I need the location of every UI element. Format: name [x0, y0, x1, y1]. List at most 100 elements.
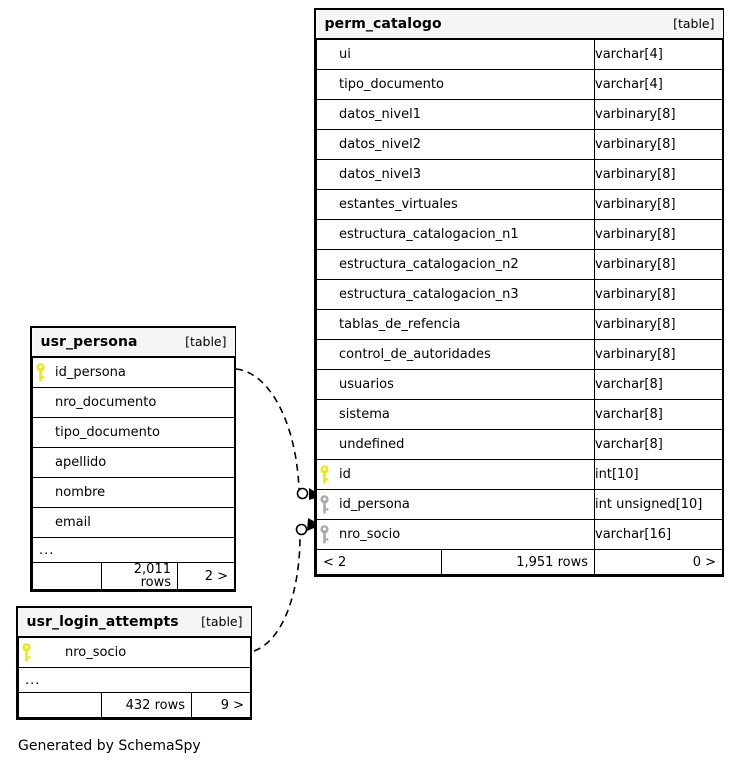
key-slot	[317, 310, 339, 339]
perm-catalogo-type-tag: [table]	[673, 15, 715, 31]
usr-login-attempts-type-tag: [table]	[201, 613, 243, 629]
column-name: estructura_catalogacion_n3	[339, 287, 519, 302]
column-name: sistema	[339, 407, 390, 422]
table-row[interactable]: estantes_virtuales varbinary[8]	[316, 189, 723, 220]
table-row[interactable]: email	[32, 507, 235, 538]
usr-login-attempts-table: usr_login_attempts [table]	[18, 608, 251, 718]
generator-caption: Generated by SchemaSpy	[18, 738, 201, 754]
column-type: varchar[4]	[594, 38, 723, 70]
column-name: datos_nivel2	[339, 137, 421, 152]
table-row[interactable]: estructura_catalogacion_n1 varbinary[8]	[316, 219, 723, 250]
column-type: varbinary[8]	[594, 129, 723, 160]
perm-catalogo-footer: < 2 1,951 rows 0 >	[316, 549, 723, 575]
column-type: varchar[8]	[594, 369, 723, 400]
column-type: varbinary[8]	[594, 219, 723, 250]
table-row[interactable]: datos_nivel2 varbinary[8]	[316, 129, 723, 160]
table-row[interactable]: undefined varchar[8]	[316, 429, 723, 460]
table-row[interactable]: nro_socio varchar[16]	[316, 519, 723, 550]
table-row[interactable]: estructura_catalogacion_n2 varbinary[8]	[316, 249, 723, 280]
key-slot	[317, 40, 339, 69]
table-row[interactable]: sistema varchar[8]	[316, 399, 723, 430]
inbound-relations-count[interactable]	[33, 563, 102, 589]
column-name: control_de_autoridades	[339, 347, 491, 362]
column-name: nombre	[55, 485, 106, 500]
column-type: varchar[4]	[594, 69, 723, 100]
column-name: nro_socio	[339, 527, 401, 542]
outbound-relations-count[interactable]: 2 >	[177, 563, 234, 589]
table-row[interactable]: datos_nivel3 varbinary[8]	[316, 159, 723, 190]
table-row[interactable]: usuarios varchar[8]	[316, 369, 723, 400]
entity-usr-persona[interactable]: usr_persona [table]	[30, 326, 236, 592]
column-type: varchar[8]	[594, 429, 723, 460]
column-name: id	[339, 467, 351, 482]
key-slot	[317, 160, 339, 189]
column-type: varbinary[8]	[594, 279, 723, 310]
column-type: varchar[8]	[594, 399, 723, 430]
usr-login-attempts-title: usr_login_attempts	[26, 614, 179, 630]
key-slot	[33, 418, 55, 447]
column-name: ui	[339, 47, 351, 62]
entity-usr-login-attempts[interactable]: usr_login_attempts [table]	[16, 606, 252, 720]
column-type: varchar[16]	[594, 519, 723, 550]
entity-perm-catalogo[interactable]: perm_catalogo [table] ui varchar[4]	[314, 8, 724, 577]
table-row[interactable]: tablas_de_refencia varbinary[8]	[316, 309, 723, 340]
key-slot	[317, 370, 339, 399]
usr-login-attempts-footer: 432 rows 9 >	[18, 692, 251, 718]
column-name: estructura_catalogacion_n1	[339, 227, 519, 242]
column-name: tablas_de_refencia	[339, 317, 461, 332]
table-row[interactable]: control_de_autoridades varbinary[8]	[316, 339, 723, 370]
key-slot	[317, 340, 339, 369]
column-type: varbinary[8]	[594, 189, 723, 220]
key-slot	[33, 478, 55, 507]
truncated-columns-indicator: ...	[18, 667, 251, 693]
table-row[interactable]: tipo_documento	[32, 417, 235, 448]
ellipsis-label: ...	[32, 537, 235, 563]
column-name: undefined	[339, 437, 405, 452]
relationship-usr-persona-to-perm-catalogo	[235, 368, 322, 500]
table-row[interactable]: id_persona	[32, 356, 235, 388]
key-slot	[317, 250, 339, 279]
perm-catalogo-title-row: perm_catalogo [table]	[316, 10, 723, 40]
key-slot	[317, 130, 339, 159]
table-row[interactable]: nombre	[32, 477, 235, 508]
column-type: varbinary[8]	[594, 249, 723, 280]
table-row[interactable]: id_persona int unsigned[10]	[316, 489, 723, 520]
table-row[interactable]: apellido	[32, 447, 235, 478]
column-name: tipo_documento	[55, 425, 160, 440]
table-row[interactable]: nro_socio	[18, 636, 251, 668]
column-name: email	[55, 515, 91, 530]
key-slot	[33, 508, 55, 537]
perm-catalogo-table: perm_catalogo [table] ui varchar[4]	[316, 10, 723, 575]
inbound-relations-count[interactable]: < 2	[317, 550, 442, 574]
table-row[interactable]: id int[10]	[316, 459, 723, 490]
usr-persona-type-tag: [table]	[185, 333, 227, 349]
row-count: 2,011 rows	[101, 563, 178, 589]
inbound-relations-count[interactable]	[19, 693, 102, 717]
outbound-relations-count[interactable]: 9 >	[191, 693, 250, 717]
column-name: id_persona	[339, 497, 410, 512]
outbound-relations-count[interactable]: 0 >	[594, 549, 723, 575]
column-name: id_persona	[55, 365, 126, 380]
table-row[interactable]: estructura_catalogacion_n3 varbinary[8]	[316, 279, 723, 310]
table-row[interactable]: ui varchar[4]	[316, 38, 723, 70]
column-name: apellido	[55, 455, 107, 470]
table-row[interactable]: tipo_documento varchar[4]	[316, 69, 723, 100]
key-slot	[317, 100, 339, 129]
column-type: varbinary[8]	[594, 159, 723, 190]
primary-key-icon	[19, 638, 41, 667]
ellipsis-label: ...	[18, 667, 251, 693]
primary-key-icon	[33, 358, 55, 387]
table-row[interactable]: datos_nivel1 varbinary[8]	[316, 99, 723, 130]
column-name: datos_nivel3	[339, 167, 421, 182]
column-name: nro_socio	[65, 645, 127, 660]
foreign-key-icon	[317, 520, 339, 549]
table-row[interactable]: nro_documento	[32, 387, 235, 418]
column-type: varbinary[8]	[594, 339, 723, 370]
column-name: estructura_catalogacion_n2	[339, 257, 519, 272]
usr-persona-footer: 2,011 rows 2 >	[32, 562, 235, 590]
column-type: varbinary[8]	[594, 99, 723, 130]
column-type: int[10]	[594, 459, 723, 490]
usr-persona-table: usr_persona [table]	[32, 328, 235, 590]
row-count: 1,951 rows	[441, 550, 594, 574]
column-type: varbinary[8]	[594, 309, 723, 340]
